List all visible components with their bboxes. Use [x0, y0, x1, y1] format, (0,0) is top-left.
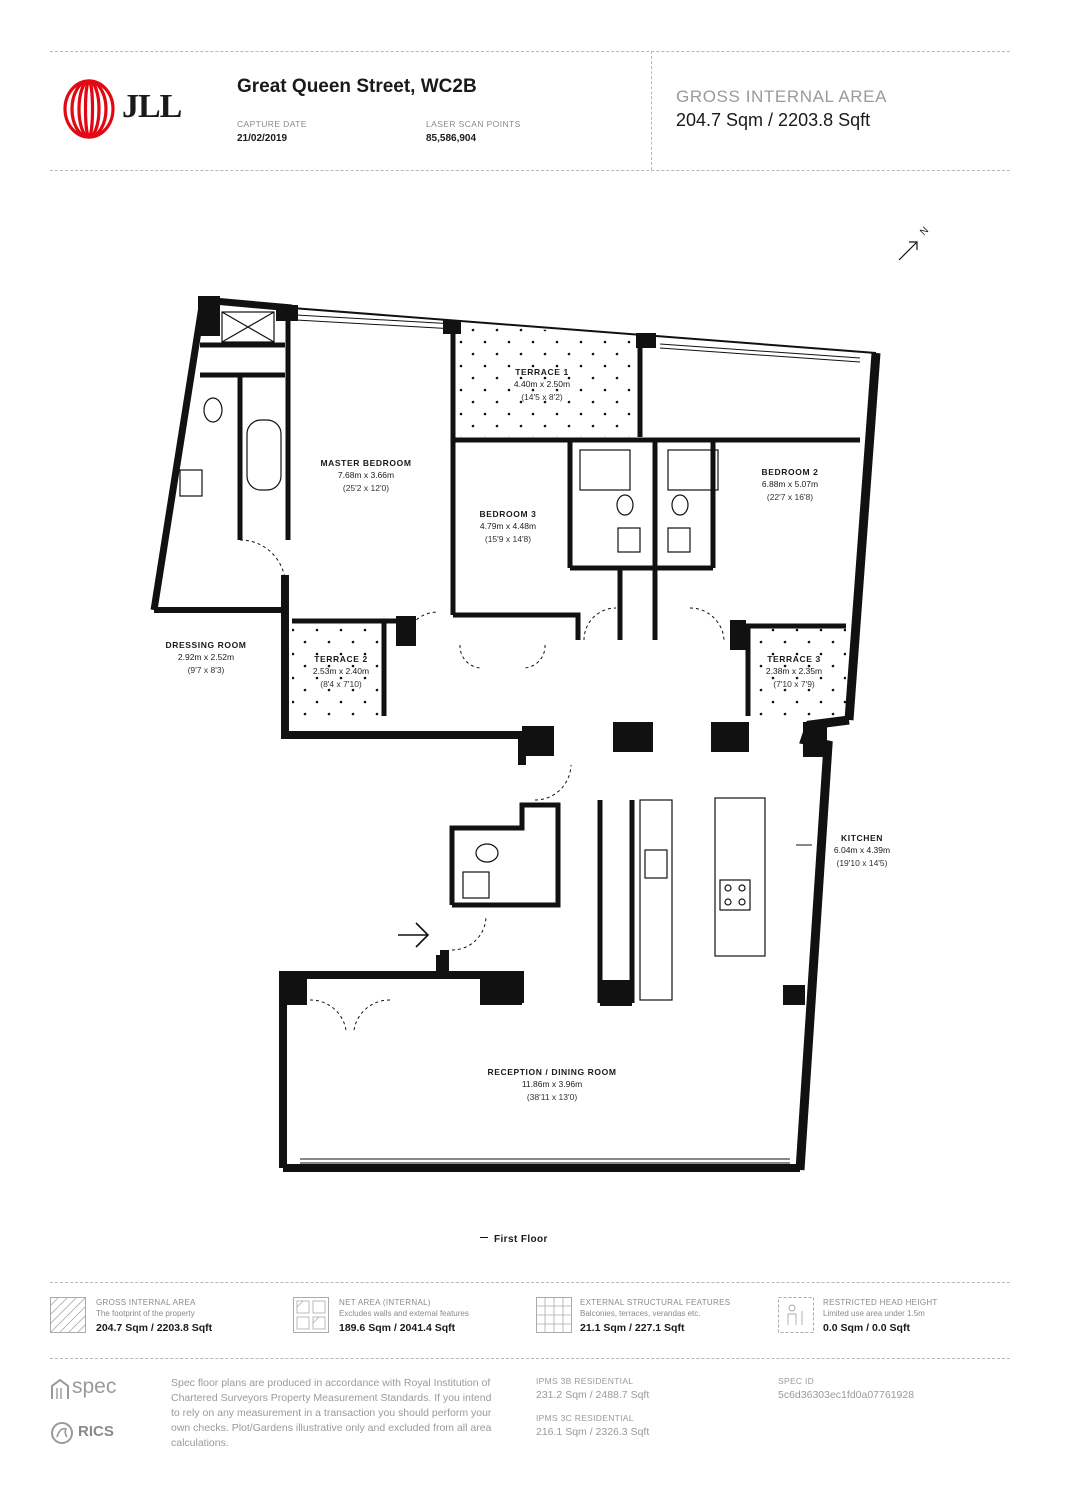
net-area-icon: [293, 1297, 329, 1333]
room-bedroom-3: BEDROOM 3 4.79m x 4.48m (15'9 x 14'8): [479, 509, 537, 544]
jll-logo: JLL: [62, 78, 202, 140]
gia-header-label: GROSS INTERNAL AREA: [676, 87, 888, 106]
spec-id: 5c6d36303ec1fd0a07761928: [778, 1389, 915, 1401]
laser-scan-points: 85,586,904: [426, 133, 477, 144]
door-swings: [239, 539, 725, 1031]
kitchen-fixtures: [639, 797, 766, 1001]
laser-scan-label: LASER SCAN POINTS: [426, 119, 521, 129]
grid-icon: [536, 1297, 572, 1333]
legend-restricted-height: RESTRICTED HEAD HEIGHT Limited use area …: [778, 1297, 998, 1337]
property-title: Great Queen Street, WC2B: [237, 76, 477, 97]
floor-label: First Floor: [480, 1229, 548, 1247]
wall-blocks: [198, 296, 827, 1006]
spec-id-label: SPEC ID: [778, 1376, 815, 1386]
ipms3c-label: IPMS 3C RESIDENTIAL: [536, 1413, 634, 1423]
legend-external-features: EXTERNAL STRUCTURAL FEATURES Balconies, …: [536, 1297, 766, 1337]
room-reception-dining: RECEPTION / DINING ROOM 11.86m x 3.96m (…: [487, 1067, 617, 1102]
bathroom-fixtures: [179, 311, 719, 899]
room-terrace-3: TERRACE 3 2.38m x 2.35m (7'10 x 7'9): [765, 654, 823, 689]
room-master-bedroom: MASTER BEDROOM 7.68m x 3.66m (25'2 x 12'…: [320, 458, 412, 493]
room-bedroom-2: BEDROOM 2 6.88m x 5.07m (22'7 x 16'8): [761, 467, 819, 502]
jll-logo-text: JLL: [122, 88, 182, 125]
terraces-fill: [292, 324, 846, 716]
rics-lion-icon: [51, 1422, 73, 1444]
capture-date-label: CAPTURE DATE: [237, 119, 307, 129]
ipms3b-value: 231.2 Sqm / 2488.7 Sqft: [536, 1389, 650, 1401]
legend-net-area: NET AREA (INTERNAL) Excludes walls and e…: [293, 1297, 523, 1337]
spec-house-icon: [51, 1378, 69, 1399]
gia-header-value: 204.7 Sqm / 2203.8 Sqft: [676, 110, 871, 130]
ipms3b-label: IPMS 3B RESIDENTIAL: [536, 1376, 634, 1386]
window-glazing: [295, 314, 861, 1164]
entrance-arrow-icon: [398, 922, 430, 948]
legend-gia: GROSS INTERNAL AREA The footprint of the…: [50, 1297, 270, 1337]
room-kitchen: KITCHEN 6.04m x 4.39m (19'10 x 14'5): [833, 833, 891, 868]
disclaimer: Spec floor plans are produced in accorda…: [171, 1377, 492, 1449]
spec-logo-text: spec: [72, 1375, 117, 1398]
interior-walls: [200, 310, 860, 1003]
jll-logo-mark-icon: [63, 79, 115, 139]
room-terrace-2: TERRACE 2 2.53m x 2.40m (8'4 x 7'10): [312, 654, 370, 689]
capture-date: 21/02/2019: [237, 133, 288, 144]
ipms3c-value: 216.1 Sqm / 2326.3 Sqft: [536, 1426, 650, 1438]
north-arrow-icon: [898, 241, 918, 261]
room-terrace-1: TERRACE 1 4.40m x 2.50m (14'5 x 8'2): [513, 367, 571, 402]
rics-logo-text: RICS: [78, 1423, 114, 1440]
room-dressing-room: DRESSING ROOM 2.92m x 2.52m (9'7 x 8'3): [165, 640, 247, 675]
north-arrow: N: [893, 222, 943, 266]
person-icon: [778, 1297, 814, 1333]
gia-hatch-icon: [50, 1297, 86, 1333]
